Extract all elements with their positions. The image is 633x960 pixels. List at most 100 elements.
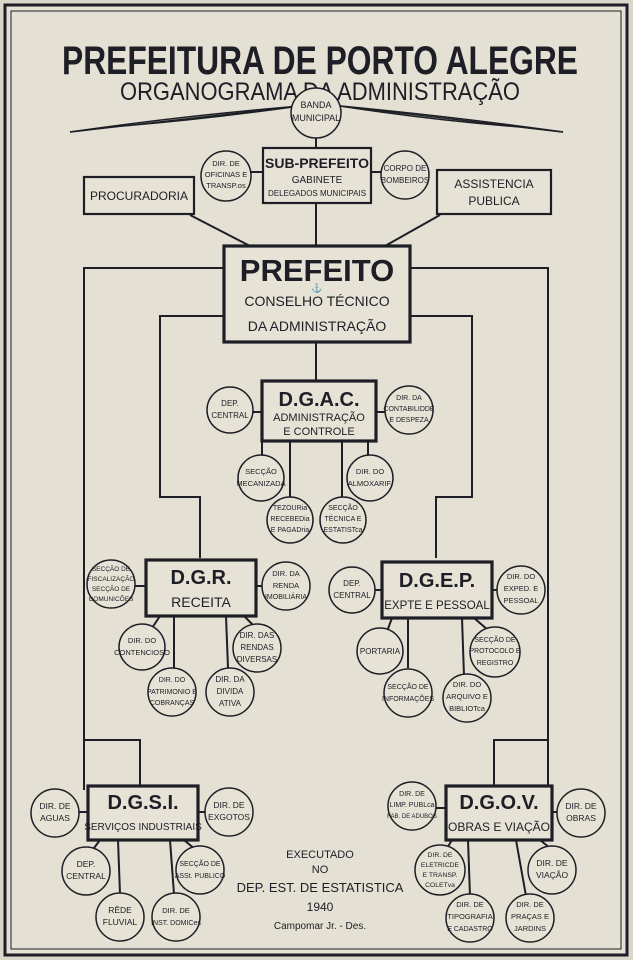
- svg-text:BANDA: BANDA: [300, 100, 331, 110]
- svg-text:EXPTE E PESSOAL: EXPTE E PESSOAL: [384, 600, 490, 612]
- svg-text:DIR. DE: DIR. DE: [213, 800, 245, 810]
- dgac-almoxarifado: DIR. DO ALMOXARIF.: [346, 454, 394, 502]
- svg-text:INFORMAÇÕES: INFORMAÇÕES: [382, 694, 434, 703]
- dgep-dep-central: DEP. CENTRAL: [328, 566, 376, 614]
- dgr-renda-imobiliaria: DIR. DA RENDA IMOBILIÁRIA: [261, 561, 311, 611]
- svg-text:D.G.R.: D.G.R.: [170, 567, 231, 589]
- svg-text:PROTOCOLO E: PROTOCOLO E: [469, 648, 521, 655]
- dgr-patrimonio: DIR. DO PATRIMONIO E COBRANÇAS: [147, 667, 197, 717]
- dgac-seccao-mecanizada: SECÇÃO MECANIZADA: [236, 454, 286, 502]
- svg-text:ASSISTENCIA: ASSISTENCIA: [454, 177, 533, 191]
- dgac-contabilidade: DIR. DA CONTABILIDDE E DESPEZA: [383, 385, 435, 435]
- dgr-box: D.G.R. RECEITA: [144, 558, 258, 618]
- svg-text:TRANSP.os: TRANSP.os: [206, 181, 246, 190]
- dgac-box: D.G.A.C. ADMINISTRAÇÃO E CONTROLE: [260, 379, 378, 443]
- svg-text:FLUVIAL: FLUVIAL: [103, 917, 138, 927]
- svg-text:DIR. DO: DIR. DO: [128, 636, 157, 645]
- dgr-rendas-diversas: DIR. DAS RENDAS DIVERSAS: [232, 623, 282, 673]
- svg-text:D.G.A.C.: D.G.A.C.: [278, 389, 359, 411]
- dgep-arquivo: DIR. DO ARQUIVO E BIBLIOTca: [442, 673, 492, 723]
- svg-text:TIPOGRAFIA: TIPOGRAFIA: [447, 912, 492, 921]
- svg-text:CENTRAL: CENTRAL: [333, 591, 371, 600]
- procuradoria-box: PROCURADORIA: [82, 175, 196, 216]
- svg-text:RECEITA: RECEITA: [171, 594, 231, 610]
- dgsi-aguas: DIR. DE AGUAS: [30, 788, 80, 838]
- dgsi-rede-fluvial: RÊDE FLUVIAL: [95, 892, 145, 942]
- svg-text:AGUAS: AGUAS: [40, 813, 70, 823]
- credits: EXECUTADO NO DEP. EST. DE ESTATISTICA 19…: [237, 849, 404, 932]
- svg-text:FISCALIZAÇÃO: FISCALIZAÇÃO: [88, 574, 135, 583]
- svg-text:DIR. DA: DIR. DA: [272, 569, 300, 578]
- svg-text:SECÇÃO: SECÇÃO: [245, 467, 277, 476]
- svg-text:DIR. DE: DIR. DE: [536, 858, 568, 868]
- svg-text:DIR. DAS: DIR. DAS: [240, 631, 275, 640]
- svg-text:DIR. DE: DIR. DE: [516, 900, 544, 909]
- svg-text:DIR. DE: DIR. DE: [456, 900, 484, 909]
- dgov-tipografia: DIR. DE TIPOGRAFIA E CADASTRO: [445, 893, 495, 943]
- banda-municipal: BANDA MUNICIPAL: [290, 87, 342, 139]
- svg-text:PRAÇAS E: PRAÇAS E: [511, 912, 549, 921]
- dgov-box: D.G.O.V. OBRAS E VIAÇÃO: [444, 784, 554, 842]
- svg-text:D.G.E.P.: D.G.E.P.: [399, 570, 475, 592]
- svg-text:BIBLIOTca: BIBLIOTca: [449, 704, 486, 713]
- svg-text:LIMP. PUBLca: LIMP. PUBLca: [389, 802, 434, 809]
- svg-text:SECÇÃO: SECÇÃO: [328, 503, 358, 512]
- dgov-eletricidade: DIR. DE ELETRICDE E TRANSP. COLETva: [414, 844, 466, 896]
- svg-text:DEP.: DEP.: [221, 399, 239, 408]
- svg-text:TÉCNICA E: TÉCNICA E: [325, 514, 362, 523]
- svg-text:E DESPEZA: E DESPEZA: [389, 417, 429, 424]
- assistencia-publica-box: ASSISTENCIA PUBLICA: [435, 168, 553, 216]
- dgac-tezouraria: TEZOURia RECEBEDia E PAGADria: [266, 496, 314, 544]
- svg-text:1940: 1940: [307, 900, 334, 914]
- dgsi-exgotos: DIR. DE EXGOTOS: [204, 787, 254, 837]
- svg-text:E CONTROLE: E CONTROLE: [283, 426, 355, 438]
- dgep-portaria: PORTARIA: [356, 627, 404, 675]
- svg-text:DEP. EST. DE ESTATISTICA: DEP. EST. DE ESTATISTICA: [237, 880, 404, 895]
- dgep-protocolo: SECÇÃO DE PROTOCOLO E REGISTRO: [469, 626, 521, 678]
- svg-text:D.G.S.I.: D.G.S.I.: [107, 792, 178, 814]
- dgr-divida-ativa: DIR. DA DIVIDA ATIVA: [205, 667, 255, 717]
- svg-text:EXPED. E: EXPED. E: [504, 584, 539, 593]
- svg-text:EXGOTOS: EXGOTOS: [208, 812, 250, 822]
- svg-text:DIR. DE: DIR. DE: [428, 852, 453, 859]
- svg-text:PUBLICA: PUBLICA: [468, 194, 519, 208]
- svg-text:SECÇÃO DE: SECÇÃO DE: [92, 584, 131, 593]
- svg-text:PORTARIA: PORTARIA: [360, 647, 401, 656]
- sub-prefeito-box: SUB-PREFEITO GABINETE DELEGADOS MUNICIPA…: [261, 146, 373, 205]
- dgov-viacao: DIR. DE VIAÇÃO: [527, 845, 577, 895]
- svg-text:ARQUIVO E: ARQUIVO E: [446, 692, 488, 701]
- svg-text:MUNICIPAL: MUNICIPAL: [292, 113, 340, 123]
- svg-text:E CADASTRO: E CADASTRO: [447, 926, 493, 933]
- svg-text:INST. DOMICes: INST. DOMICes: [151, 920, 201, 927]
- dgsi-inst-domic: DIR. DE INST. DOMICes: [151, 892, 201, 942]
- dgep-informacoes: SECÇÃO DE INFORMAÇÕES: [382, 668, 434, 718]
- dgov-obras: DIR. DE OBRAS: [556, 788, 606, 838]
- ornament-left-line: [69, 105, 301, 133]
- svg-text:PREFEITO: PREFEITO: [240, 253, 394, 288]
- svg-text:DEP.: DEP.: [343, 579, 361, 588]
- svg-text:OFICINAS E: OFICINAS E: [205, 170, 248, 179]
- svg-text:FAB. DE ADUBOS: FAB. DE ADUBOS: [387, 814, 437, 820]
- svg-text:CONTABILIDDE: CONTABILIDDE: [383, 406, 435, 413]
- dgov-limp-publica: DIR. DE LIMP. PUBLca FAB. DE ADUBOS: [387, 781, 437, 831]
- svg-text:REGISTRO: REGISTRO: [477, 660, 514, 667]
- page-title: PREFEITURA DE PORTO ALEGRE: [62, 39, 578, 83]
- svg-text:BOMBEIROS: BOMBEIROS: [381, 176, 429, 185]
- page-inner-border: [10, 10, 622, 950]
- svg-text:DIVERSAS: DIVERSAS: [237, 655, 277, 664]
- svg-text:SECÇÃO DE: SECÇÃO DE: [92, 564, 131, 573]
- svg-text:JARDINS: JARDINS: [514, 924, 546, 933]
- svg-text:TEZOURia: TEZOURia: [273, 505, 307, 512]
- svg-text:SUB-PREFEITO: SUB-PREFEITO: [265, 155, 369, 171]
- svg-text:COBRANÇAS: COBRANÇAS: [150, 700, 195, 707]
- svg-text:VIAÇÃO: VIAÇÃO: [536, 870, 569, 880]
- svg-text:GABINETE: GABINETE: [292, 175, 343, 186]
- svg-text:RENDAS: RENDAS: [240, 643, 273, 652]
- svg-text:SECÇÃO DE: SECÇÃO DE: [387, 682, 429, 691]
- svg-text:DIR. DO: DIR. DO: [356, 467, 385, 476]
- dgac-dep-central: DEP. CENTRAL: [206, 386, 254, 434]
- svg-text:Campomar Jr. - Des.: Campomar Jr. - Des.: [274, 921, 366, 932]
- dgep-exped-pessoal: DIR. DO EXPED. E PESSOAL: [496, 565, 546, 615]
- svg-text:DEP.: DEP.: [77, 859, 96, 869]
- svg-text:DIR. DO: DIR. DO: [453, 680, 482, 689]
